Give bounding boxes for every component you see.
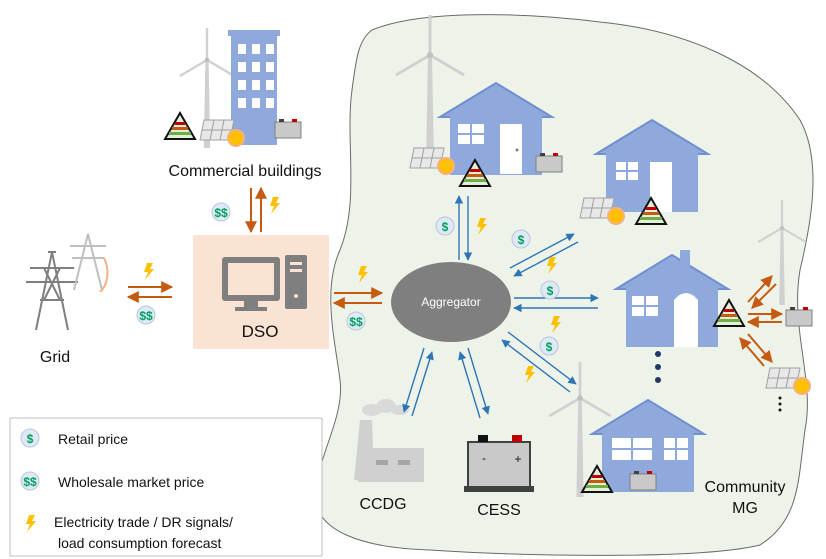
svg-text:$: $	[547, 284, 554, 298]
battery-icon	[535, 152, 563, 173]
ccdg-factory-icon	[354, 399, 424, 482]
battery-icon	[274, 118, 302, 139]
signal-bolt-icon	[270, 197, 280, 214]
svg-text:$$: $$	[349, 315, 363, 329]
svg-text:$$: $$	[23, 475, 37, 489]
retail-coin: $	[435, 216, 455, 236]
svg-text:$: $	[27, 432, 34, 446]
svg-text:$$: $$	[139, 309, 153, 323]
svg-text:$: $	[546, 340, 553, 354]
community-mg-label-2: MG	[732, 500, 758, 517]
house-1	[394, 13, 563, 187]
battery-icon	[629, 470, 657, 491]
community-mg-label: Community	[705, 479, 786, 496]
svg-text:+: +	[514, 452, 521, 466]
aggregator-links	[402, 195, 599, 419]
wholesale-coin: $$	[211, 202, 231, 222]
commercial-building	[164, 26, 302, 150]
grid-tower-icon	[26, 233, 109, 331]
commercial-buildings-label: Commercial buildings	[169, 163, 322, 180]
cess-label: CESS	[477, 502, 521, 519]
house-2	[579, 119, 709, 225]
svg-text:$: $	[442, 220, 449, 234]
aggregator-node	[391, 262, 511, 342]
battery-icon	[785, 306, 813, 327]
more-houses-ellipsis	[655, 351, 661, 383]
legend-wholesale-coin: $$	[20, 471, 40, 491]
energy-pyramid-icon	[164, 112, 196, 140]
dso-label: DSO	[242, 322, 279, 341]
retail-coin: $	[539, 336, 559, 356]
ccdg-label: CCDG	[359, 496, 406, 513]
wholesale-coin: $$	[136, 305, 156, 325]
svg-text:-: -	[482, 451, 486, 465]
svg-text:$$: $$	[214, 206, 228, 220]
retail-coin: $	[511, 229, 531, 249]
retail-coin: $	[540, 280, 560, 300]
computer-icon	[222, 255, 307, 311]
aggregator-label: Aggregator	[421, 295, 480, 309]
wholesale-coin: $$	[346, 311, 366, 331]
signal-bolt-icon	[144, 263, 154, 280]
svg-text:$: $	[518, 233, 525, 247]
legend-wholesale-price: Wholesale market price	[58, 474, 204, 490]
cess-battery-icon: - +	[464, 435, 534, 492]
grid-label: Grid	[40, 349, 70, 366]
legend-retail-price: Retail price	[58, 431, 128, 447]
house-4	[548, 360, 705, 499]
legend-retail-coin: $	[20, 428, 40, 448]
house-3	[615, 198, 813, 412]
legend-box	[9, 417, 323, 557]
legend-signals-line1: Electricity trade / DR signals/	[54, 514, 233, 530]
legend-signals-line2: load consumption forecast	[58, 535, 222, 551]
